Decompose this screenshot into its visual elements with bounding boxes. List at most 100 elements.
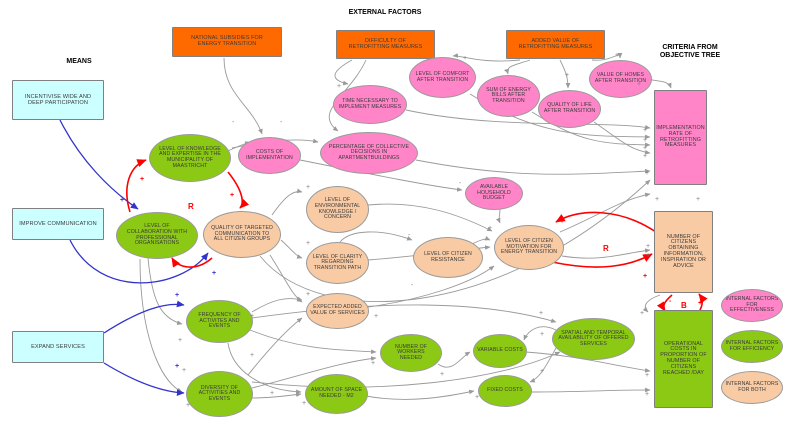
edge-sign: + — [655, 196, 660, 203]
edge-sign: + — [698, 300, 703, 307]
edge-sign: - — [669, 298, 672, 305]
edge-sign: + — [337, 83, 342, 90]
node-internal-factors-for-both[interactable]: INTERNAL FACTORS FOR BOTH — [721, 371, 783, 404]
node-label: DIVERSITY OF ACTIVITIES AND EVENTS — [198, 384, 241, 402]
node-label: LEVEL OF CLARITY REGARDING TRANSITION PA… — [312, 253, 363, 271]
node-label: NATIONAL SUBSIDIES FOR ENERGY TRANSITION — [191, 35, 263, 47]
loop-label-r-right: R — [603, 244, 609, 253]
edge-sign: + — [306, 240, 311, 247]
node-label: INCENTIVISE WIDE AND DEEP PARTICIPATION — [24, 93, 92, 106]
node-added-value-of-retrofitting-measures[interactable]: ADDED VALUE OF RETROFITTING MEASURES — [506, 30, 605, 59]
node-costs-of-implementation[interactable]: COSTS OF IMPLEMENTATION — [238, 137, 301, 174]
node-label: LEVEL OF CITIZEN MOTIVATION FOR ENERGY T… — [500, 238, 558, 256]
node-level-of-collaboration-with-professional-organisations[interactable]: LEVEL OF COLLABORATION WITH PROFESSIONAL… — [116, 212, 198, 259]
edge-sign: + — [643, 137, 648, 144]
edge-sign: + — [488, 225, 493, 232]
edge-sign: + — [270, 390, 275, 397]
node-level-of-citizen-motivation-for-energy-transition[interactable]: LEVEL OF CITIZEN MOTIVATION FOR ENERGY T… — [494, 225, 564, 270]
edge-sign: + — [250, 352, 255, 359]
edge-sign: - — [411, 282, 414, 289]
node-difficulty-of-retrofitting-measures[interactable]: DIFFICULTY OF RETROFITTING MEASURES — [336, 30, 435, 59]
node-incentivise-wide-and-deep-participation[interactable]: INCENTIVISE WIDE AND DEEP PARTICIPATION — [12, 80, 104, 120]
node-percentage-of-collective-decisions-in-apartmentbuildings[interactable]: PERCENTAGE OF COLLECTIVE DECISIONS IN AP… — [320, 132, 418, 174]
node-label: QUALITY OF TARGETED COMMUNICATION TO ALL… — [211, 225, 273, 243]
edge-sign: + — [178, 337, 183, 344]
node-label: SUM OF ENERGY BILLS AFTER TRANSITION — [486, 86, 531, 104]
edge-sign: + — [565, 72, 570, 79]
node-spatial-and-temporal-availability-of-offered-services[interactable]: SPATIAL AND TEMPORAL AVAILABILITY OF OFF… — [552, 318, 635, 360]
edge-sign: + — [120, 197, 125, 204]
edge-sign: + — [182, 367, 187, 374]
edge-sign: + — [637, 81, 642, 88]
edge-sign: - — [408, 232, 411, 239]
node-label: INTERNAL FACTORS FOR BOTH — [725, 380, 779, 393]
node-internal-factors-for-efficiency[interactable]: INTERNAL FACTORS FOR EFFICIENCY — [721, 330, 783, 363]
node-label: FREQUENCY OF ACTIVITES AND EVENTS — [198, 312, 241, 330]
node-level-of-citizen-resistance[interactable]: LEVEL OF CITIZEN RESISTANCE — [413, 237, 483, 278]
node-amount-of-space-needed-m2[interactable]: AMOUNT OF SPACE NEEDED - M2 — [305, 374, 368, 414]
edge-sign: + — [306, 291, 311, 298]
node-level-of-environmental-knowledge-concern[interactable]: LEVEL OF ENVIRONMENTAL KNOWLEDGE / CONCE… — [306, 186, 369, 233]
edge-sign: + — [374, 313, 379, 320]
node-fixed-costs[interactable]: FIXED COSTS — [478, 375, 532, 407]
node-label: AMOUNT OF SPACE NEEDED - M2 — [310, 387, 363, 399]
node-label: ADDED VALUE OF RETROFITTING MEASURES — [518, 37, 593, 50]
edge-sign: + — [172, 259, 177, 266]
node-label: COSTS OF IMPLEMENTATION — [246, 148, 293, 161]
node-label: INTERNAL FACTORS FOR EFFICIENCY — [725, 339, 779, 352]
node-national-subsidies-for-energy-transition[interactable]: NATIONAL SUBSIDIES FOR ENERGY TRANSITION — [172, 27, 282, 57]
node-level-of-knowledge-and-expertise-in-the-municipality-of-maastricht[interactable]: LEVEL OF KNOWLEDGE AND EXPERTISE IN THE … — [149, 134, 231, 182]
node-variable-costs[interactable]: VARIABLE COSTS — [473, 334, 527, 368]
edge-sign: + — [306, 184, 311, 191]
node-label: VARIABLE COSTS — [477, 347, 523, 354]
edge-sign: - — [232, 119, 235, 126]
node-time-necessary-to-implement-measures[interactable]: TIME NECESSARY TO IMPLEMENT MEASURES — [333, 85, 407, 124]
node-quality-of-targeted-communication-to-all-citizen-groups[interactable]: QUALITY OF TARGETED COMMUNICATION TO ALL… — [203, 211, 281, 258]
edge-sign: + — [646, 243, 651, 250]
node-label: DIFFICULTY OF RETROFITTING MEASURES — [348, 37, 423, 50]
edge-sign: + — [615, 52, 620, 59]
edge-sign: + — [302, 400, 307, 407]
edge-sign: + — [646, 252, 651, 259]
edge-sign: + — [140, 176, 145, 183]
node-label: LEVEL OF CITIZEN RESISTANCE — [424, 250, 472, 263]
node-label: PERCENTAGE OF COLLECTIVE DECISIONS IN AP… — [328, 143, 410, 161]
node-number-of-citizens-obtaining-information-inspiration-or-advice[interactable]: NUMBER OF CITIZENS OBTAINING INFORMATION… — [654, 211, 713, 293]
node-frequency-of-activites-and-events[interactable]: FREQUENCY OF ACTIVITES AND EVENTS — [186, 300, 253, 343]
loop-label-b-bottom: B — [681, 301, 687, 310]
edge-sign: + — [371, 360, 376, 367]
node-operational-costs-in-proportion-of-number-of-citizens-reached-day[interactable]: OPERATIONAL COSTS IN PROPORTION OF NUMBE… — [654, 310, 713, 408]
node-level-of-clarity-regarding-transition-path[interactable]: LEVEL OF CLARITY REGARDING TRANSITION PA… — [306, 242, 369, 284]
edge-sign: + — [643, 145, 648, 152]
node-sum-of-energy-bills-after-transition[interactable]: SUM OF ENERGY BILLS AFTER TRANSITION — [477, 75, 540, 117]
node-label: QUALITY OF LIFE AFTER TRANSITION — [543, 102, 596, 114]
node-label: NUMBER OF WORKERS NEEDED — [394, 343, 428, 361]
node-label: IMPLEMENTATION RATE OF RETROFITTING MEAS… — [656, 124, 705, 149]
node-label: LEVEL OF ENVIRONMENTAL KNOWLEDGE / CONCE… — [314, 197, 361, 221]
node-implementation-rate-of-retrofitting-measures[interactable]: IMPLEMENTATION RATE OF RETROFITTING MEAS… — [654, 90, 707, 185]
node-label: NUMBER OF CITIZENS OBTAINING INFORMATION… — [660, 233, 707, 269]
edge-sign: + — [539, 310, 544, 317]
node-quality-of-life-after-transition[interactable]: QUALITY OF LIFE AFTER TRANSITION — [538, 90, 601, 128]
group-label-criteria-from-objective-tree: CRITERIA FROM OBJECTIVE TREE — [659, 44, 721, 60]
edge-sign: - — [504, 68, 507, 75]
node-value-of-homes-after-transition[interactable]: VALUE OF HOMES AFTER TRANSITION — [589, 60, 652, 98]
node-number-of-workers-needed[interactable]: NUMBER OF WORKERS NEEDED — [380, 334, 442, 372]
edge-sign: + — [175, 292, 180, 299]
node-level-of-comfort-after-transition[interactable]: LEVEL OF COMFORT AFTER TRANSITION — [409, 57, 476, 98]
node-diversity-of-activities-and-events[interactable]: DIVERSITY OF ACTIVITIES AND EVENTS — [186, 371, 253, 417]
edge-sign: + — [540, 368, 545, 375]
loop-label-r-left: R — [188, 202, 194, 211]
node-expected-added-value-of-services[interactable]: EXPECTED ADDED VALUE OF SERVICES — [306, 293, 369, 329]
node-label: OPERATIONAL COSTS IN PROPORTION OF NUMBE… — [660, 340, 707, 376]
edge-sign: + — [645, 372, 650, 379]
edge-sign: + — [463, 55, 468, 62]
node-improve-communication[interactable]: IMPROVE COMMUNICATION — [12, 208, 104, 240]
node-expand-services[interactable]: EXPAND SERVICES — [12, 331, 104, 363]
edge-sign: - — [280, 119, 283, 126]
node-available-household-budget[interactable]: AVAILABLE HOUSEHOLD BUDGET — [465, 177, 523, 210]
node-internal-factors-for-effectiveness[interactable]: INTERNAL FACTORS FOR EFFECTIVENESS — [721, 289, 783, 322]
group-label-means: MEANS — [66, 58, 92, 65]
node-label: SPATIAL AND TEMPORAL AVAILABILITY OF OFF… — [558, 329, 629, 347]
